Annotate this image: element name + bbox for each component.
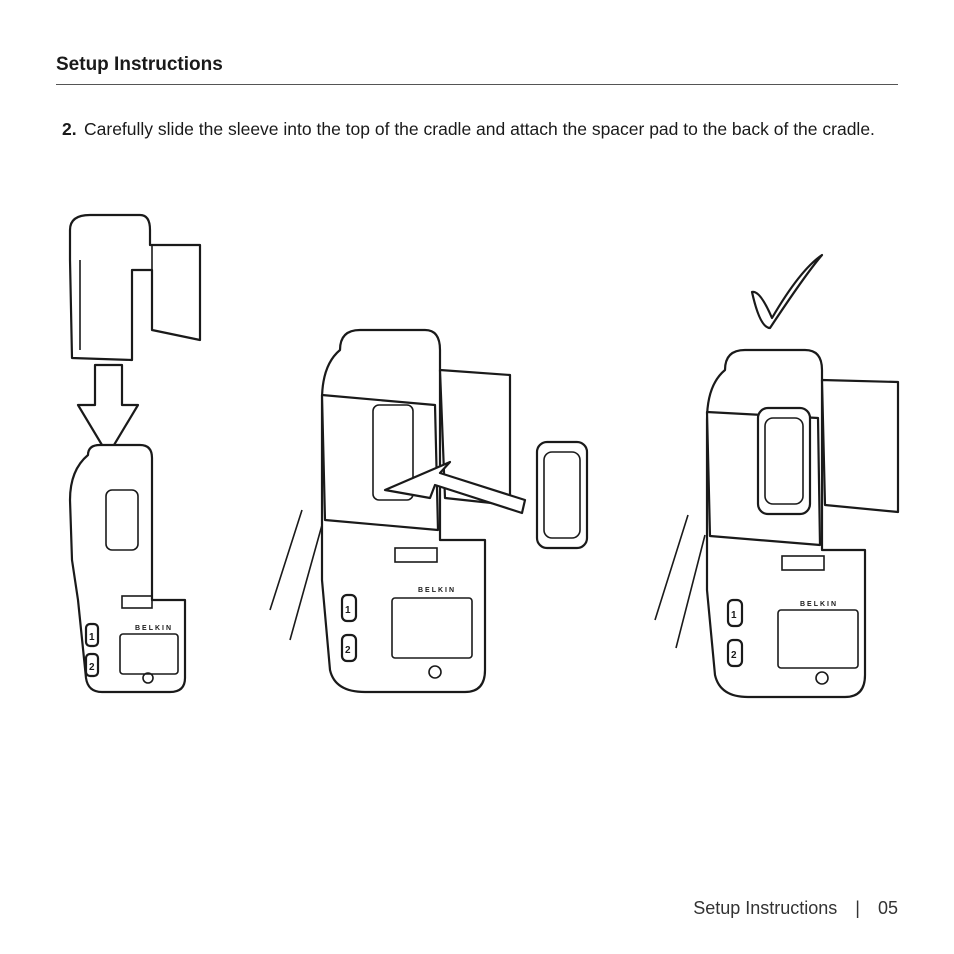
spacer-pad (535, 440, 589, 550)
svg-text:1: 1 (345, 605, 351, 616)
reset-icon (142, 672, 154, 684)
svg-text:2: 2 (345, 645, 351, 656)
page-number: 05 (877, 898, 898, 918)
checkmark-icon (750, 253, 824, 330)
sleeve (320, 393, 440, 532)
svg-text:2: 2 (731, 650, 737, 661)
panel-1: BELKIN 1 2 (68, 213, 202, 694)
brand-label: BELKIN (418, 587, 456, 594)
button-1 (726, 598, 744, 628)
spacer-pad (756, 406, 812, 516)
svg-text:1: 1 (89, 632, 95, 643)
panel-2: BELKIN 1 2 (269, 328, 589, 694)
button-1 (84, 622, 100, 648)
button-1 (340, 593, 358, 623)
header-divider (56, 84, 898, 85)
button-2 (84, 652, 100, 678)
button-2 (340, 633, 358, 663)
insert-arrow-icon (383, 460, 527, 515)
svg-text:1: 1 (731, 610, 737, 621)
reset-icon (428, 665, 442, 679)
reset-icon (815, 671, 829, 685)
sleeve (68, 213, 202, 362)
brand-label: BELKIN (135, 625, 173, 632)
step-number: 2. (62, 119, 77, 139)
footer-separator: | (855, 898, 860, 918)
svg-text:2: 2 (89, 662, 95, 673)
button-2 (726, 638, 744, 668)
footer-section: Setup Instructions (693, 898, 838, 918)
sleeve-band (820, 378, 900, 514)
down-arrow-icon (76, 363, 140, 457)
page-footer: Setup Instructions | 05 (693, 898, 898, 919)
setup-illustration: BELKIN 1 2 BELKIN 1 2 BELKIN (68, 213, 900, 699)
step-text: Carefully slide the sleeve into the top … (84, 119, 875, 139)
brand-label: BELKIN (800, 601, 838, 608)
section-title: Setup Instructions (56, 54, 223, 75)
panel-3: BELKIN 1 2 (654, 253, 900, 699)
